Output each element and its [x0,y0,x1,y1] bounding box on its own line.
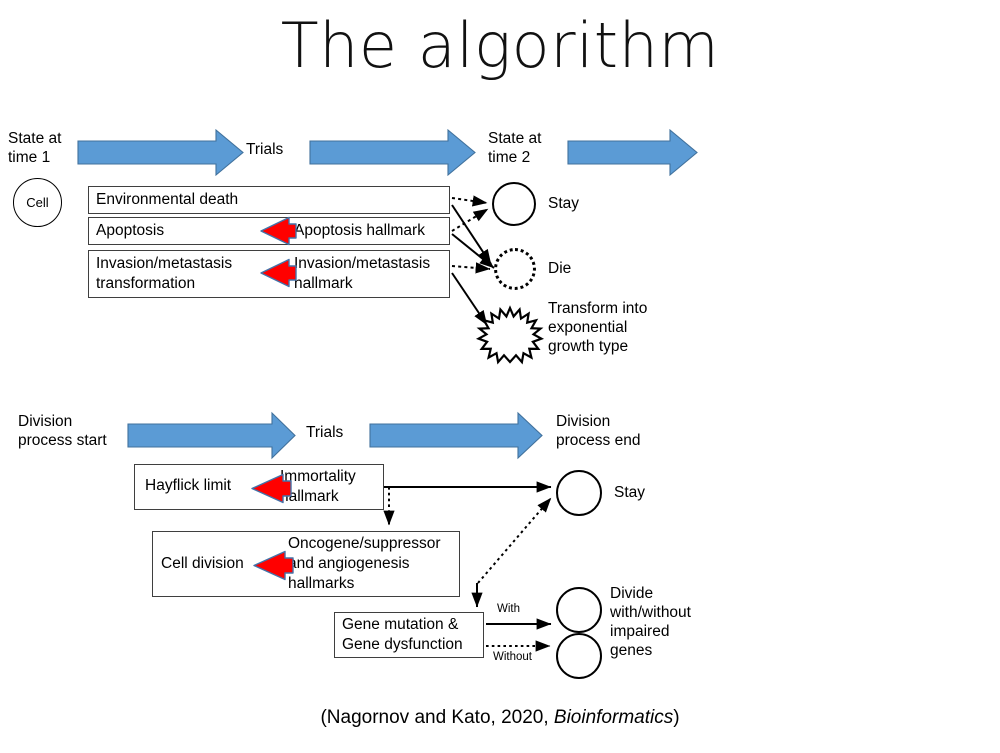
cell-node: Cell [13,178,62,227]
source-caption: (Nagornov and Kato, 2020, Bioinformatics… [0,707,1000,729]
top-stage-label-start: State at time 1 [8,130,62,166]
caption-journal: Bioinformatics [553,707,674,728]
bottom-stage-label-middle: Trials [306,424,344,441]
connector-celldivision-to-stay [477,497,552,584]
process-left-text: Environmental death [96,191,239,208]
outcome-label-stay: Stay [548,195,580,212]
process-box-invasion-metastasis[interactable]: Invasion/metastasis transformation Invas… [88,250,450,298]
connector-invasion-to-transform [451,272,488,326]
process-box-cell-division[interactable]: Cell division Oncogene/suppressor and an… [152,531,460,597]
connector-apoptosis-to-stay [451,208,489,232]
starburst-icon [475,305,545,365]
blue-arrow-bottom-2 [369,411,543,460]
page-title: The algorithm [280,9,720,82]
process-box-apoptosis[interactable]: Apoptosis Apoptosis hallmark [88,217,450,245]
bottom-stage-label-end: Division process end [556,413,641,449]
process-box-environmental-death[interactable]: Environmental death [88,186,450,214]
process-left-text: Gene mutation & Gene dysfunction [342,616,463,653]
outcome-label-transform: Transform into exponential growth type [548,300,648,355]
process-left-text: Invasion/metastasis transformation [96,255,233,292]
connector-envdeath-to-stay [451,195,488,207]
outcome-node-stay [492,182,536,226]
cell-node-label: Cell [26,195,49,210]
process-left-text: Cell division [161,555,244,572]
top-stage-label-middle: Trials [246,141,284,158]
blue-arrow-top-2 [309,128,476,177]
process-right-text: Immortality hallmark [280,468,356,505]
process-left-text: Apoptosis [96,222,165,239]
outcome-label-stay-division: Stay [614,484,646,501]
outcome-label-die: Die [548,260,572,277]
process-box-hayflick-limit[interactable]: Hayflick limit Immortality hallmark [134,464,384,510]
caption-prefix: (Nagornov and Kato, 2020, [320,707,554,728]
caption-suffix: ) [673,707,680,728]
edge-label-without: Without [493,651,532,663]
process-right-text: Invasion/metastasis hallmark [294,255,431,292]
outcome-node-stay-division [556,470,602,516]
outcome-node-die [494,248,536,290]
top-stage-label-end: State at time 2 [488,130,542,166]
outcome-node-divide-top [556,587,602,633]
blue-arrow-bottom-1 [127,411,296,460]
process-left-text: Hayflick limit [145,477,232,494]
process-box-gene-mutation[interactable]: Gene mutation & Gene dysfunction [334,612,484,658]
connector-envdeath-to-die [451,204,492,265]
blue-arrow-top-1 [77,128,244,177]
process-right-text: Oncogene/suppressor and angiogenesis hal… [288,535,441,592]
blue-arrow-top-3 [567,128,698,177]
bottom-stage-label-start: Division process start [18,413,107,449]
edge-label-with: With [497,603,520,615]
connector-invasion-to-die [451,262,491,274]
outcome-node-divide-bottom [556,633,602,679]
process-right-text: Apoptosis hallmark [294,222,425,239]
outcome-label-divide: Divide with/without impaired genes [610,585,691,659]
connector-apoptosis-to-die [451,233,495,269]
